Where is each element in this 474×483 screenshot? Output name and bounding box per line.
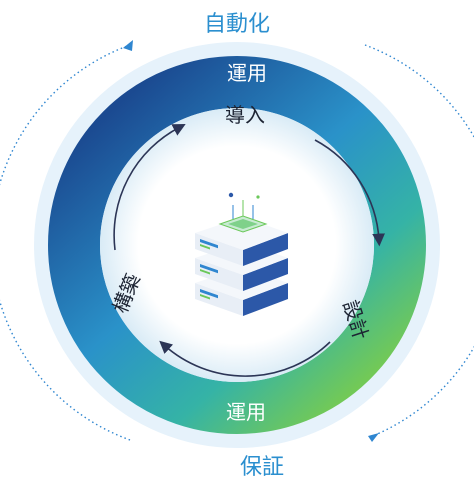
cycle-arrow-left — [113, 124, 186, 251]
cycle-arrow-bottom — [159, 340, 331, 377]
cycle-arrow-right — [314, 139, 385, 247]
dotted-arc-left — [0, 44, 131, 441]
outer-label-bottom: 保証 — [240, 455, 284, 480]
arrow-head-right — [368, 433, 379, 442]
ring-label-top: 運用 — [227, 61, 267, 85]
server-stack-icon — [195, 192, 288, 316]
arrow-head-left — [123, 40, 133, 51]
ring-label-bottom: 運用 — [226, 400, 266, 424]
outer-label-top: 自動化 — [204, 12, 270, 37]
gradient-ring — [48, 56, 426, 434]
cycle-label-top: 導入 — [225, 103, 265, 127]
